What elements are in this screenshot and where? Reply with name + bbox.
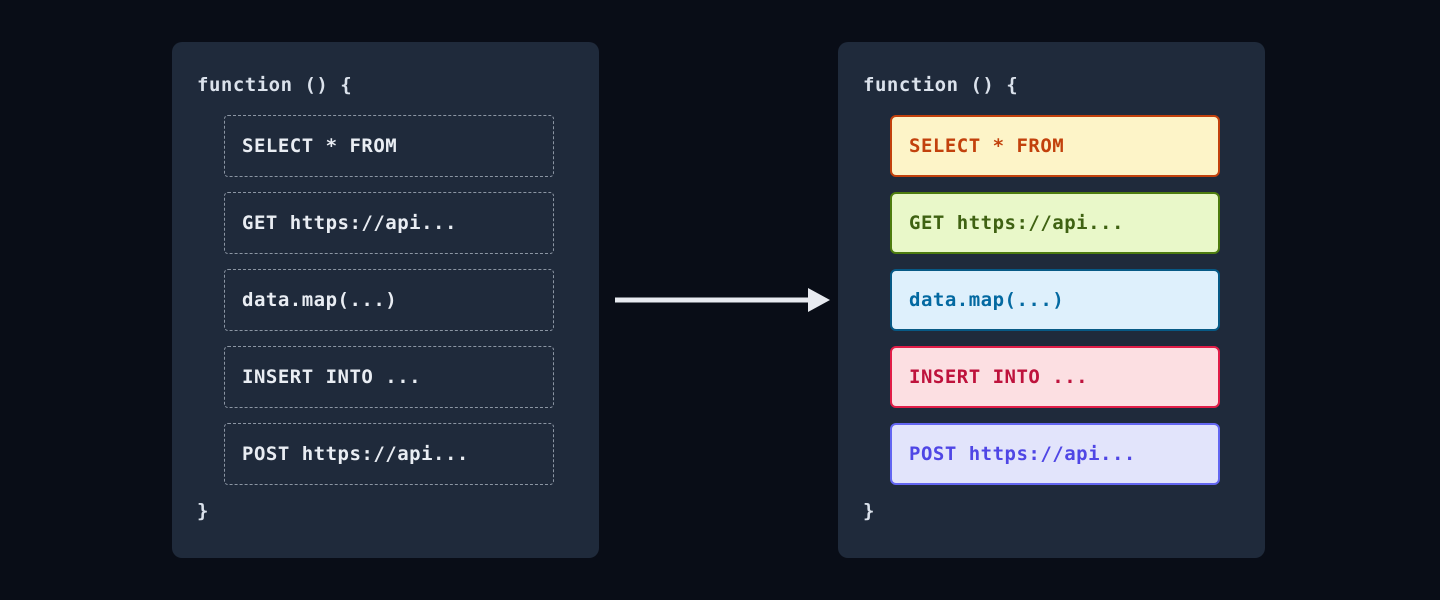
- placeholder-block-js-map: data.map(...): [224, 269, 554, 331]
- placeholder-block-sql-insert: INSERT INTO ...: [224, 346, 554, 408]
- block-label: SELECT * FROM: [909, 135, 1065, 157]
- function-open-line: function () {: [863, 74, 1019, 96]
- code-block-list: SELECT * FROM GET https://api... data.ma…: [890, 115, 1220, 485]
- block-label: POST https://api...: [242, 443, 469, 465]
- highlight-block-js-map: data.map(...): [890, 269, 1220, 331]
- code-block-list: SELECT * FROM GET https://api... data.ma…: [224, 115, 554, 485]
- placeholder-block-sql-select: SELECT * FROM: [224, 115, 554, 177]
- block-label: data.map(...): [909, 289, 1065, 311]
- highlight-block-sql-select: SELECT * FROM: [890, 115, 1220, 177]
- placeholder-block-http-post: POST https://api...: [224, 423, 554, 485]
- arrow-head: [808, 288, 830, 312]
- function-open-line: function () {: [197, 74, 353, 96]
- block-label: INSERT INTO ...: [242, 366, 422, 388]
- code-panel-before: function () { SELECT * FROM GET https://…: [172, 42, 599, 558]
- block-label: GET https://api...: [242, 212, 457, 234]
- block-label: data.map(...): [242, 289, 398, 311]
- block-label: INSERT INTO ...: [909, 366, 1089, 388]
- block-label: SELECT * FROM: [242, 135, 398, 157]
- function-close-line: }: [863, 500, 875, 522]
- placeholder-block-http-get: GET https://api...: [224, 192, 554, 254]
- highlight-block-http-get: GET https://api...: [890, 192, 1220, 254]
- block-label: POST https://api...: [909, 443, 1136, 465]
- highlight-block-http-post: POST https://api...: [890, 423, 1220, 485]
- function-close-line: }: [197, 500, 209, 522]
- code-panel-after: function () { SELECT * FROM GET https://…: [838, 42, 1265, 558]
- block-label: GET https://api...: [909, 212, 1124, 234]
- transform-arrow-icon: [615, 288, 830, 312]
- highlight-block-sql-insert: INSERT INTO ...: [890, 346, 1220, 408]
